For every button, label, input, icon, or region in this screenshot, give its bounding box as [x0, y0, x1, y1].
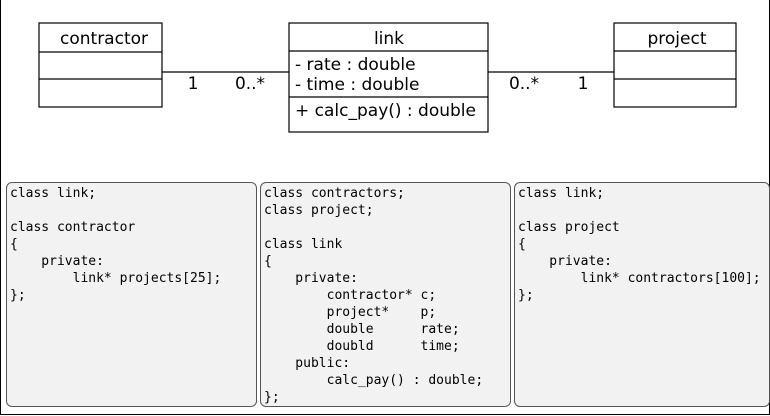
code-project: class link; class project { private: lin… [518, 186, 761, 303]
code-panel-project: class link; class project { private: lin… [514, 182, 770, 407]
class-contractor: contractor [38, 22, 163, 108]
multiplicity-contractor-end: 1 [188, 74, 199, 94]
code-panel-contractor: class link; class contractor { private: … [6, 182, 257, 407]
attribute-time: - time : double [295, 75, 419, 95]
class-name-link: link [374, 29, 404, 49]
code-contractor: class link; class contractor { private: … [10, 186, 222, 303]
multiplicity-link-right-end: 0..* [509, 74, 539, 94]
class-name-project: project [647, 29, 706, 49]
class-link: link - rate : double - time : double + c… [288, 22, 489, 133]
code-link: class contractors; class project; class … [264, 186, 484, 405]
class-project: project [613, 22, 737, 108]
multiplicity-link-left-end: 0..* [235, 74, 265, 94]
uml-class-diagram: contractor link - rate : double - time :… [38, 22, 737, 133]
operation-calc-pay: + calc_pay() : double [295, 101, 476, 121]
multiplicity-project-end: 1 [578, 74, 589, 94]
attribute-rate: - rate : double [295, 55, 416, 75]
code-panel-link: class contractors; class project; class … [260, 182, 511, 407]
class-name-contractor: contractor [60, 29, 148, 49]
